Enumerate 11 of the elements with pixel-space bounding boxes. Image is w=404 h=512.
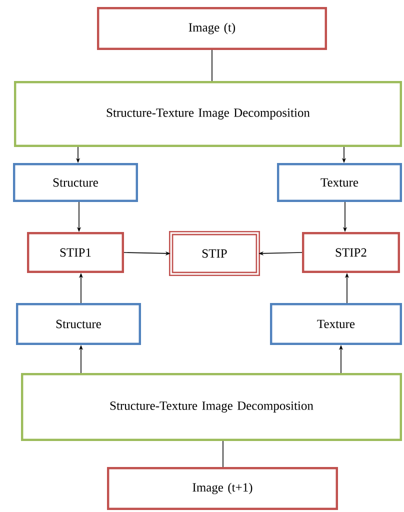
stip-box: STIP [169,231,260,276]
decomposition-box: Structure-Texture Image Decomposition [14,81,402,147]
image-box: Image (t) [97,7,327,50]
stip-box: STIP1 [27,232,124,273]
structure-box: Structure [16,303,141,345]
structure-box: Structure [13,163,138,202]
texture-box: Texture [277,163,402,202]
image-box: Image (t+1) [107,467,338,510]
texture-box: Texture [270,303,402,345]
decomposition-box: Structure-Texture Image Decomposition [21,373,402,441]
stip-box: STIP2 [302,232,400,273]
